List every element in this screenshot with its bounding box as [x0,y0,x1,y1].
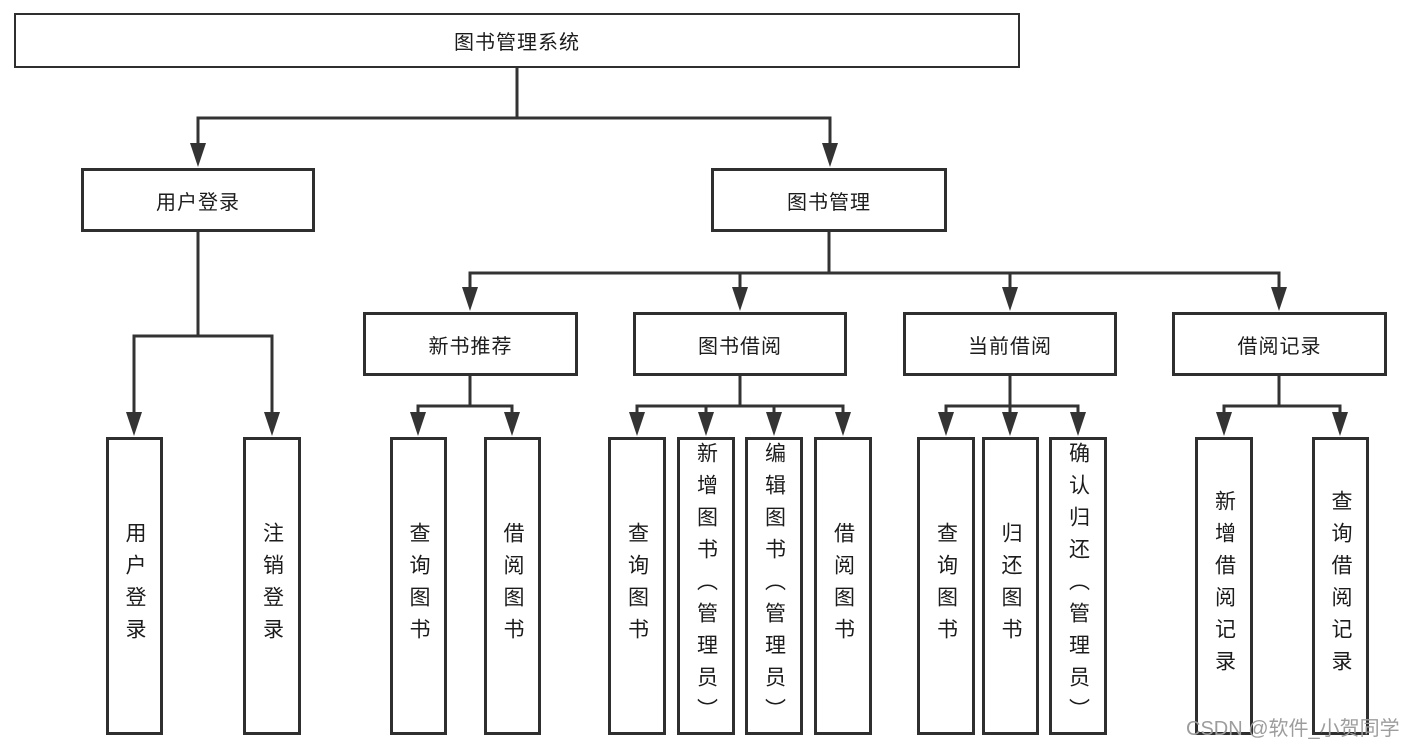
leaf-recommend-borrow-book: 借阅图书 [484,437,541,735]
arrow-down-icon [1271,287,1287,311]
leaf-label: 查询图书 [407,522,430,650]
arrow-down-icon [629,412,645,436]
leaf-label: 注销登录 [260,522,284,650]
leaf-edit-book-admin: 编辑图书（管理员） [745,437,803,735]
arrow-down-icon [1332,412,1348,436]
leaf-label: 新增借阅记录 [1212,490,1236,682]
arrow-down-icon [1216,412,1232,436]
leaf-label: 查询借阅记录 [1329,490,1352,682]
leaf-borrow-query-book: 查询图书 [608,437,666,735]
leaf-label: 新增图书（管理员） [694,442,718,730]
arrowhead-icons [126,143,1348,436]
node-user-login: 用户登录 [81,168,315,232]
node-book-borrowing: 图书借阅 [633,312,847,376]
leaf-label: 编辑图书（管理员） [762,442,786,730]
arrow-down-icon [264,412,280,436]
leaf-recommend-query-book: 查询图书 [390,437,447,735]
leaf-label: 归还图书 [999,522,1022,650]
leaf-label: 确认归还（管理员） [1066,442,1090,730]
node-borrowing-records: 借阅记录 [1172,312,1387,376]
leaf-add-borrow-record: 新增借阅记录 [1195,437,1253,735]
csdn-watermark: CSDN @软件_小贺同学 [1186,718,1400,740]
node-new-book-recommendation: 新书推荐 [363,312,578,376]
leaf-logout: 注销登录 [243,437,301,735]
node-current-borrowing: 当前借阅 [903,312,1117,376]
arrow-down-icon [835,412,851,436]
leaf-label: 借阅图书 [501,522,524,650]
node-library-management-system: 图书管理系统 [14,13,1020,68]
arrow-down-icon [410,412,426,436]
arrow-down-icon [126,412,142,436]
arrow-down-icon [1002,412,1018,436]
arrow-down-icon [462,287,478,311]
leaf-add-book-admin: 新增图书（管理员） [677,437,735,735]
leaf-query-borrow-record: 查询借阅记录 [1312,437,1369,735]
leaf-user-login: 用户登录 [106,437,163,735]
arrow-down-icon [938,412,954,436]
arrow-down-icon [766,412,782,436]
arrow-down-icon [822,143,838,167]
arrow-down-icon [732,287,748,311]
leaf-label: 查询图书 [625,522,649,650]
arrow-down-icon [504,412,520,436]
arrow-down-icon [190,143,206,167]
leaf-current-query-book: 查询图书 [917,437,975,735]
leaf-label: 借阅图书 [831,522,855,650]
leaf-return-book: 归还图书 [982,437,1039,735]
connector-lines [132,66,1342,425]
arrow-down-icon [1002,287,1018,311]
arrow-down-icon [698,412,714,436]
leaf-label: 查询图书 [934,522,958,650]
node-book-management: 图书管理 [711,168,947,232]
arrow-down-icon [1070,412,1086,436]
leaf-borrow-book: 借阅图书 [814,437,872,735]
leaf-confirm-return-admin: 确认归还（管理员） [1049,437,1107,735]
leaf-label: 用户登录 [123,522,146,650]
